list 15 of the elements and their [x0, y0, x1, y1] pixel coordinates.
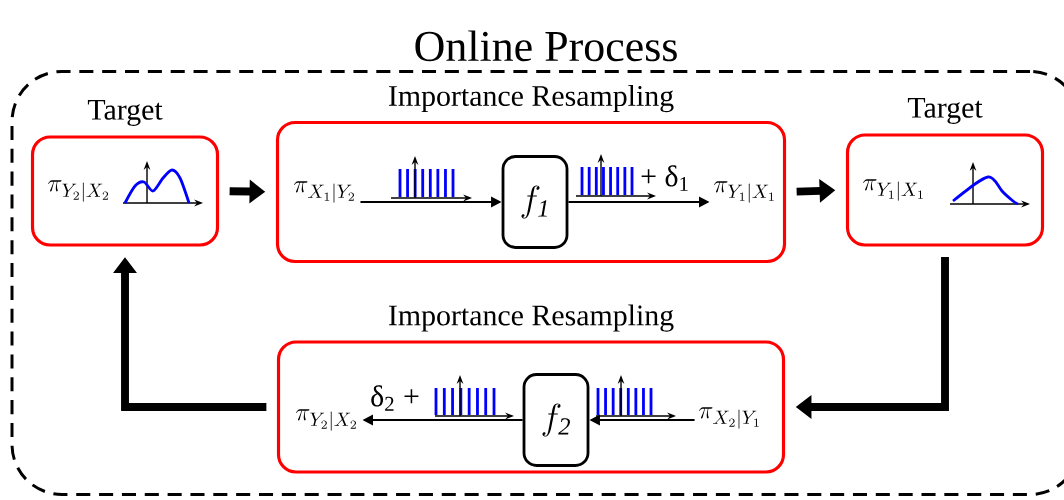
distribution-label: $\pi_{X_1|Y_2}$ — [294, 181, 355, 203]
target-box: $\pi_{Y_2|X_2}$ — [30, 135, 220, 247]
function-box: $f_{\mathit{1}}$ — [501, 155, 569, 249]
function-box: $f_{\mathit{2}}$ — [522, 373, 590, 467]
distribution-label: $\pi_{Y_2|X_2}$ — [296, 409, 357, 431]
heading: Target — [907, 98, 983, 124]
node-label: Importance Resampling — [388, 304, 674, 332]
node-label: Importance Resampling — [388, 85, 674, 113]
node-label: Online Process — [415, 30, 677, 62]
heading: Target — [87, 100, 163, 126]
distribution-label: $\pi_{Y_1|X_1}$ — [714, 181, 774, 203]
edge-label: δ$_{2}$ + — [371, 385, 419, 411]
distribution-label: $\pi_{X_2|Y_1}$ — [699, 407, 759, 429]
target-box: $\pi_{Y_1|X_1}$ — [845, 133, 1045, 247]
edge-label: + δ$_{1}$ — [641, 165, 688, 191]
